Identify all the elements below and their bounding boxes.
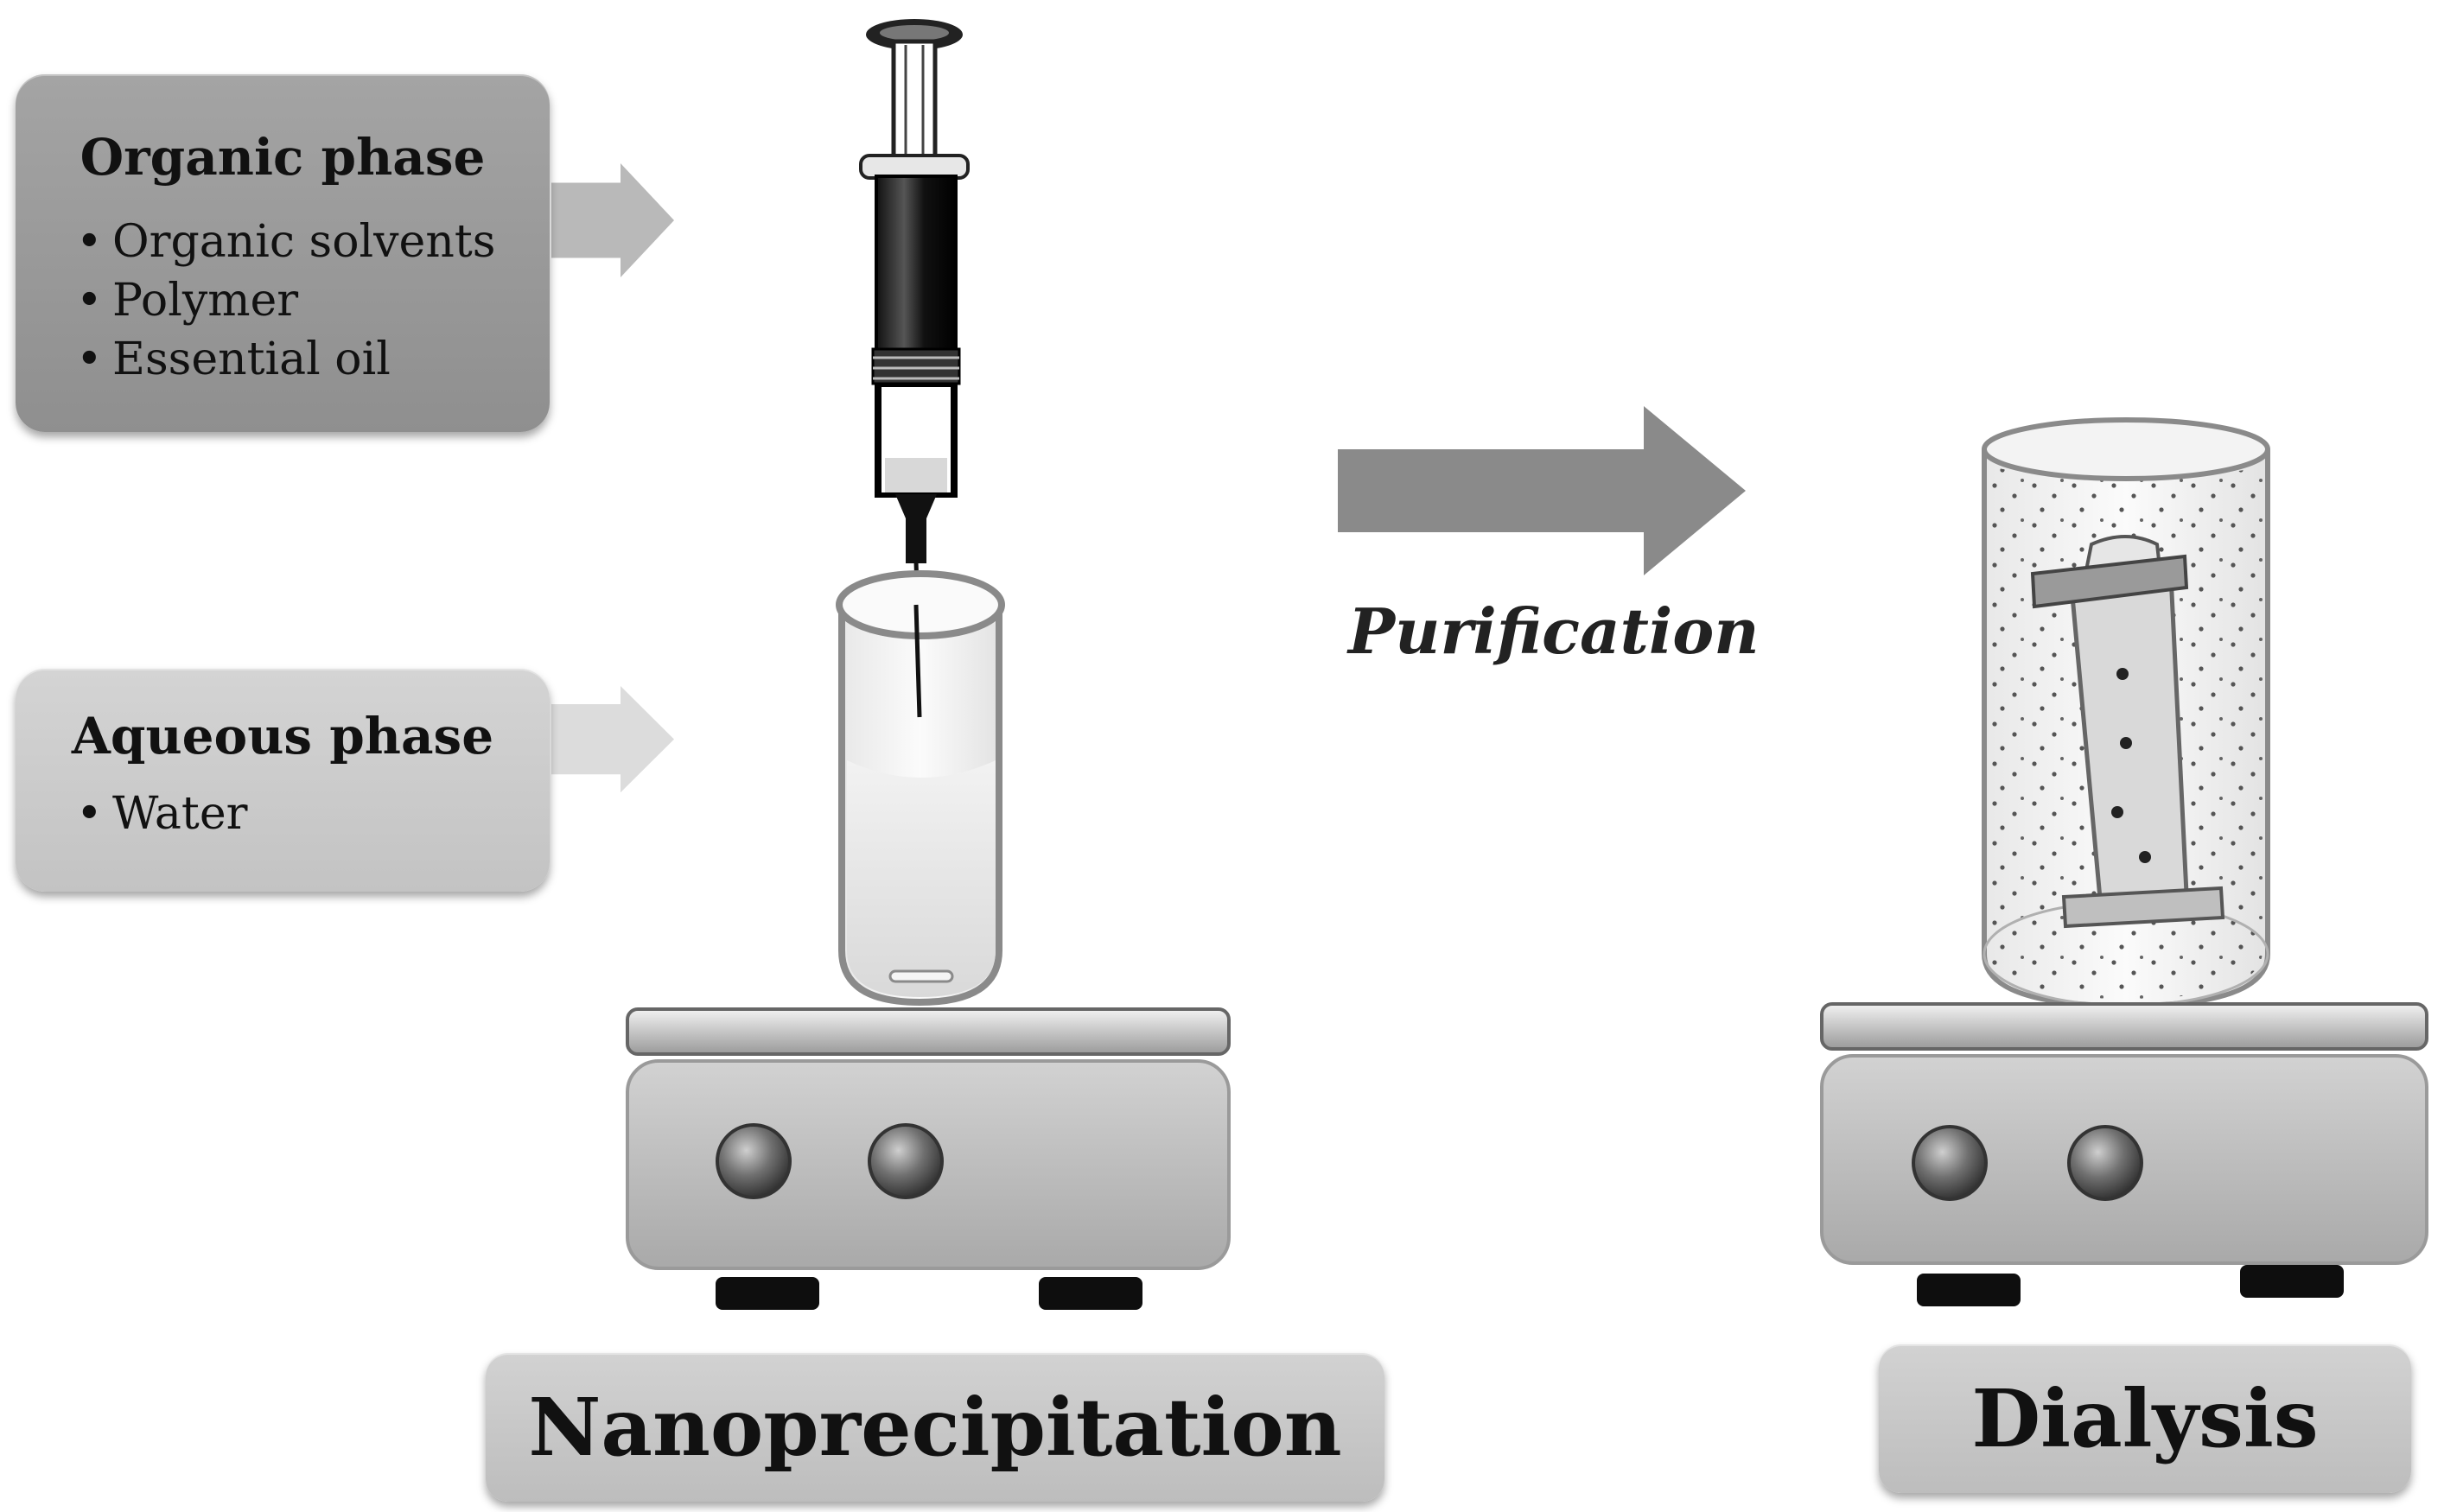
dialysis-label: Dialysis xyxy=(1879,1344,2411,1493)
bullet-icon: • xyxy=(76,275,103,327)
list-item-text: Polymer xyxy=(112,275,299,327)
list-item-text: Organic solvents xyxy=(112,216,496,268)
knob-icon xyxy=(716,1123,792,1199)
knob-icon xyxy=(1912,1125,1988,1201)
bullet-icon: • xyxy=(76,788,103,840)
list-item-text: Water xyxy=(112,788,248,840)
aqueous-phase-list: •Water xyxy=(76,785,247,843)
knob-icon xyxy=(868,1123,944,1199)
list-item: •Water xyxy=(76,785,247,843)
test-tube xyxy=(836,570,1005,1007)
organic-phase-title: Organic phase xyxy=(80,128,486,187)
list-item: •Essential oil xyxy=(76,330,495,389)
list-item: •Polymer xyxy=(76,271,495,330)
aqueous-feed-arrow xyxy=(551,686,674,793)
bullet-icon: • xyxy=(76,334,103,385)
aqueous-phase-title: Aqueous phase xyxy=(71,707,494,766)
nanoprecipitation-label: Nanoprecipitation xyxy=(486,1353,1384,1502)
list-item: •Organic solvents xyxy=(76,213,495,271)
bullet-icon: • xyxy=(76,216,103,268)
purification-label: Purification xyxy=(1348,594,1760,668)
knob-icon xyxy=(2067,1125,2143,1201)
stirrer-hotplate-2 xyxy=(1820,1002,2428,1306)
list-item-text: Essential oil xyxy=(112,334,391,385)
organic-phase-box: Organic phase •Organic solvents •Polymer… xyxy=(16,74,550,432)
organic-feed-arrow xyxy=(551,163,674,277)
dialysis-beaker xyxy=(1982,417,2270,1009)
stirrer-hotplate-1 xyxy=(626,1007,1231,1310)
aqueous-phase-box: Aqueous phase •Water xyxy=(16,669,550,892)
organic-phase-list: •Organic solvents •Polymer •Essential oi… xyxy=(76,213,495,389)
syringe xyxy=(859,19,970,718)
purification-arrow xyxy=(1338,406,1746,575)
